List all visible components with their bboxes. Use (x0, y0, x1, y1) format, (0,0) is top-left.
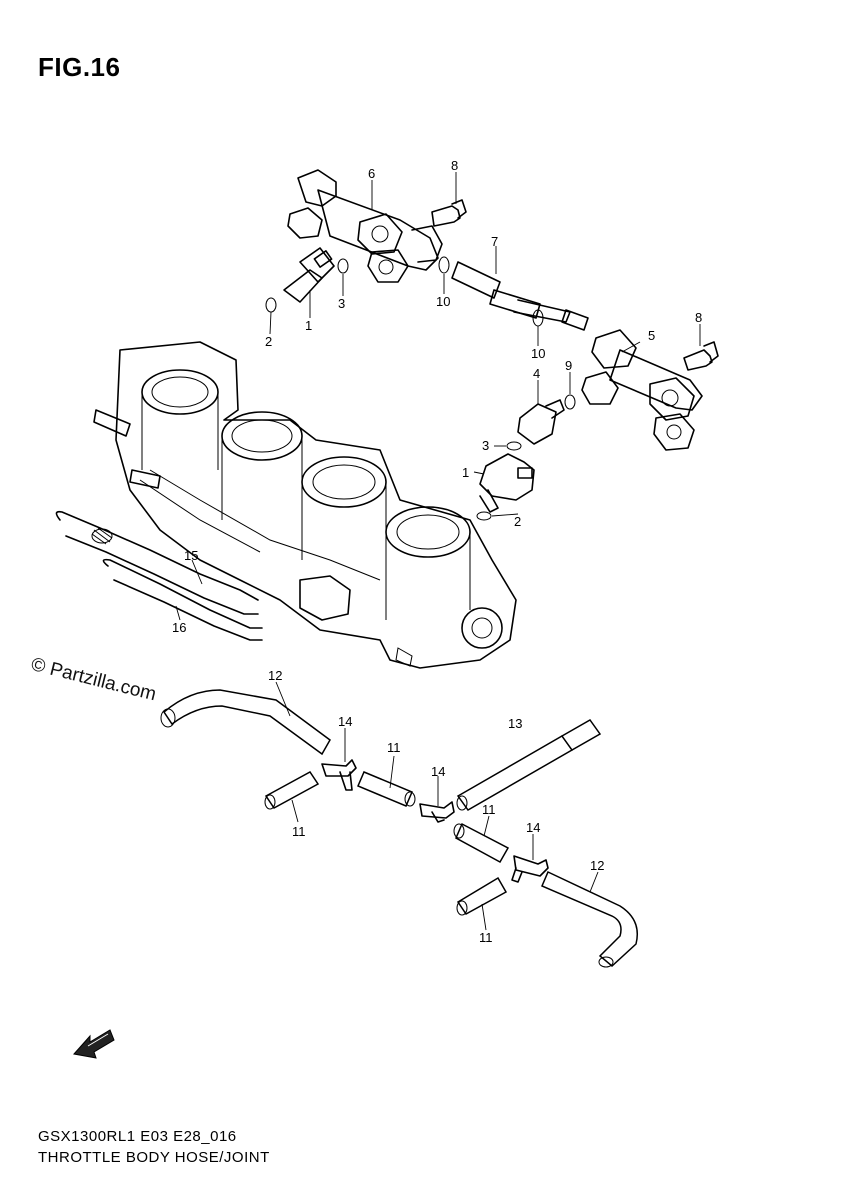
callout-14a: 14 (338, 714, 352, 729)
joint-14a (321, 759, 357, 791)
hose-12-upper (160, 689, 331, 756)
callout-2a: 2 (265, 334, 272, 349)
fuel-joint (438, 256, 589, 331)
callout-11b: 11 (292, 824, 306, 839)
fuel-rail-upper (287, 169, 443, 283)
hose-11-left (264, 771, 320, 810)
callout-6: 6 (368, 166, 375, 181)
callout-9: 9 (565, 358, 572, 373)
callout-1a: 1 (305, 318, 312, 333)
callout-15: 15 (184, 548, 198, 563)
callout-7: 7 (491, 234, 498, 249)
callout-12b: 12 (590, 858, 604, 873)
hose-15-16 (55, 510, 263, 641)
leader-lines (175, 172, 701, 931)
model-code: GSX1300RL1 E03 E28_016 (38, 1128, 237, 1145)
callout-16: 16 (172, 620, 186, 635)
callout-10b: 10 (531, 346, 545, 361)
hose-11-lower-left (456, 876, 508, 916)
injector-lower (479, 453, 535, 513)
hose-11-lower-mid (453, 822, 510, 864)
hose-13 (456, 719, 602, 811)
callout-5: 5 (648, 328, 655, 343)
callout-14c: 14 (526, 820, 540, 835)
callout-1b: 1 (462, 465, 469, 480)
throttle-body-assembly (93, 341, 517, 669)
callout-11c: 11 (482, 802, 496, 817)
joint-14b (419, 801, 455, 823)
section-title: THROTTLE BODY HOSE/JOINT (38, 1149, 270, 1166)
callout-14b: 14 (431, 764, 445, 779)
callout-13: 13 (508, 716, 522, 731)
o-ring-lower-3 (506, 441, 522, 451)
cap-4 (517, 399, 565, 445)
callout-4: 4 (533, 366, 540, 381)
callout-2b: 2 (514, 514, 521, 529)
hose-12-lower (541, 870, 638, 968)
hose-11-middle (357, 771, 416, 807)
fuel-rail-right (581, 329, 703, 451)
callout-8b: 8 (695, 310, 702, 325)
bolt-upper (431, 199, 467, 227)
callout-10a: 10 (436, 294, 450, 309)
callout-12a: 12 (268, 668, 282, 683)
callout-3a: 3 (338, 296, 345, 311)
o-ring-lower-2 (476, 511, 492, 521)
fwd-arrow-icon (73, 1029, 115, 1059)
injector-upper (283, 247, 335, 303)
o-ring-9 (564, 394, 576, 410)
callout-11d: 11 (479, 930, 493, 945)
joint-14c (511, 855, 549, 883)
o-ring-upper-3 (337, 258, 349, 274)
callout-3b: 3 (482, 438, 489, 453)
bolt-right (683, 341, 719, 371)
figure-title: FIG.16 (38, 52, 121, 82)
callout-11a: 11 (387, 740, 401, 755)
callout-8a: 8 (451, 158, 458, 173)
o-ring-upper-2 (265, 297, 277, 313)
